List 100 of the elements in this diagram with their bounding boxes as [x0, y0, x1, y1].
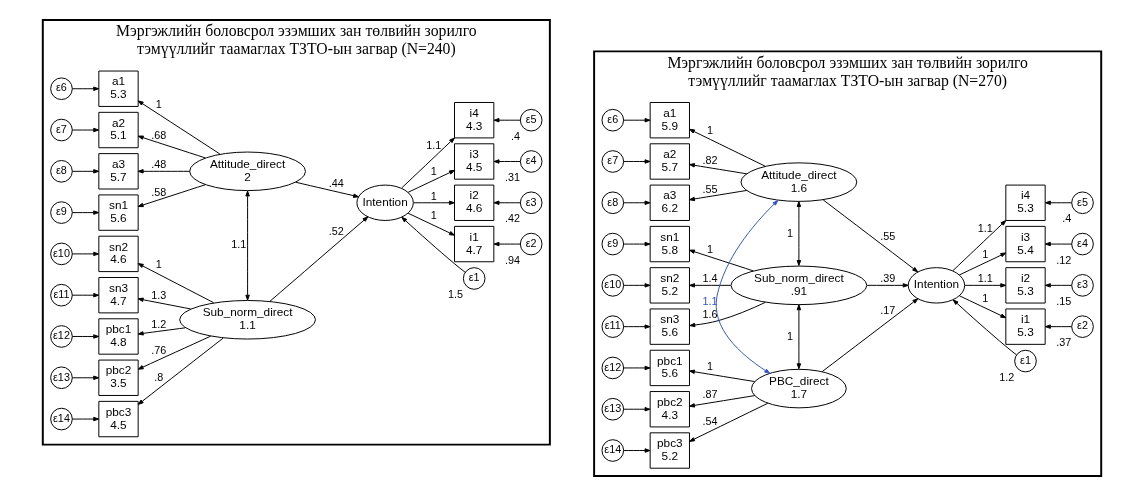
arrow [796, 304, 801, 370]
node-circle: ε9 [601, 232, 624, 256]
edge-label: 1.1 [977, 222, 993, 235]
edge-label: 1 [706, 123, 713, 136]
node-circle: ε7 [49, 118, 73, 142]
node-circle: ε3 [519, 191, 542, 215]
arrow [622, 118, 650, 123]
node-box: pbc2 3.5 [97, 359, 139, 396]
arrow [71, 375, 99, 380]
edge-label: 1 [706, 242, 713, 255]
arrow [71, 251, 99, 257]
node-box: sn1 5.8 [649, 225, 690, 263]
edge-label: .76 [150, 343, 166, 356]
node-circle: ε2 [519, 232, 542, 256]
edge-label: 1.1 [977, 272, 993, 285]
node-circle: ε14 [601, 439, 624, 462]
arrow [688, 301, 766, 328]
arrow [1044, 283, 1072, 288]
edge-label: .44 [328, 176, 344, 189]
node-box: i4 5.3 [1004, 184, 1046, 221]
node-label: 1.2 [998, 370, 1014, 383]
node-label: .4 [1061, 212, 1071, 225]
arrow [688, 283, 731, 288]
edge-label: .58 [150, 185, 166, 198]
edge-label: .54 [702, 414, 718, 427]
node-circle: ε8 [49, 160, 73, 183]
arrow [137, 100, 220, 155]
node-circle: ε6 [49, 77, 73, 101]
edge-label: 1 [981, 247, 988, 260]
edge-label: .82 [702, 154, 718, 167]
edge-label: 1.3 [150, 288, 166, 301]
arrow [866, 283, 909, 288]
node-box: a2 5.7 [649, 143, 690, 180]
node-label: .94 [504, 253, 520, 266]
node-ellipse: Sub_norm_direct .91 [730, 265, 867, 306]
arrow [71, 127, 99, 133]
node-circle: ε1 [462, 267, 485, 290]
arrow [688, 395, 755, 408]
node-box: sn3 5.6 [649, 308, 690, 345]
arrow [137, 327, 186, 336]
edge-label: .8 [153, 370, 163, 383]
node-box: a3 6.2 [649, 184, 690, 221]
arrow [137, 337, 223, 405]
arrow [137, 169, 190, 174]
arrow [952, 299, 1017, 356]
edge-label: 1.1 [230, 238, 246, 251]
node-box: a1 5.3 [97, 70, 139, 107]
arrow [244, 190, 250, 301]
edge-label: .52 [328, 225, 344, 238]
node-box: i2 5.3 [1004, 267, 1046, 304]
node-box: pbc1 5.6 [649, 349, 690, 387]
node-box: pbc3 4.5 [97, 400, 139, 438]
node-box: i3 4.5 [453, 143, 494, 180]
node-box: a2 5.1 [97, 111, 139, 149]
edge-label: .39 [879, 272, 895, 285]
arrow [493, 241, 521, 247]
edge-label: 1.4 [702, 272, 718, 285]
arrow [822, 199, 918, 273]
edge-label: .17 [879, 303, 895, 316]
arrow [958, 295, 1006, 319]
arrow [71, 210, 99, 215]
arrow [400, 216, 466, 273]
node-circle: ε5 [519, 108, 542, 132]
edge-label: 1 [786, 226, 793, 239]
arrow [137, 135, 206, 159]
node-circle: ε4 [1070, 232, 1094, 256]
arrow [269, 216, 368, 302]
arrow [622, 159, 650, 164]
arrow [688, 249, 754, 272]
edge-label: .48 [150, 158, 166, 171]
node-circle: ε13 [49, 366, 73, 390]
arrow [137, 297, 191, 310]
arrow [622, 365, 650, 371]
edge-label: 1 [430, 209, 437, 222]
arrow [688, 163, 747, 175]
edge-label: 1 [155, 98, 162, 111]
node-label: .31 [504, 170, 520, 183]
arrow [821, 298, 918, 373]
node-circle: ε2 [1070, 315, 1094, 338]
arrow [400, 137, 455, 189]
node-ellipse: Attitude_direct 2 [188, 151, 306, 192]
arrow [688, 189, 747, 202]
node-box: sn1 5.6 [97, 194, 139, 231]
node-box: a3 5.7 [97, 153, 139, 190]
edge-label: 1 [430, 165, 437, 178]
node-box: sn2 5.2 [649, 267, 690, 304]
arrow [796, 201, 801, 266]
arrow [493, 159, 521, 164]
arrow [71, 293, 99, 298]
arrow [493, 200, 521, 205]
arrow [1044, 324, 1072, 329]
node-box: sn2 4.6 [97, 235, 139, 273]
edge-label: 1 [706, 359, 713, 372]
node-circle: ε13 [601, 397, 624, 421]
edge-label: 1 [155, 258, 162, 271]
node-circle: ε6 [601, 108, 624, 132]
edge-label: .55 [879, 229, 895, 242]
node-circle: ε10 [49, 242, 73, 266]
node-circle: ε8 [601, 191, 624, 215]
arrow [622, 241, 650, 247]
